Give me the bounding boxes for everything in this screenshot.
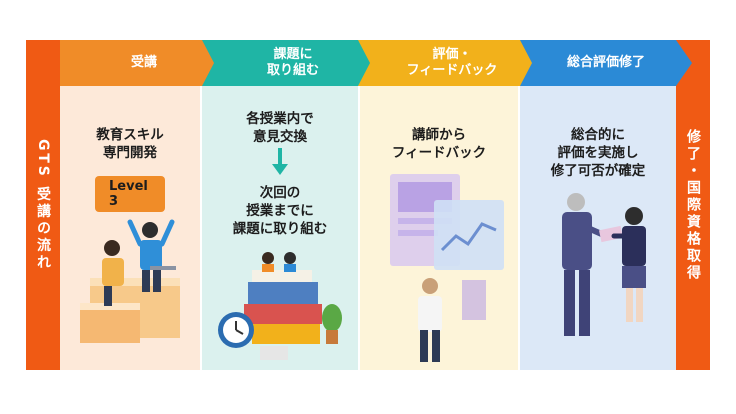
level-badge: Level 3 [95,176,165,212]
step-3-panel: 講師から フィードバック [360,86,518,370]
step-3-header: 評価・ フィードバック [358,40,538,86]
step-4-label: 総合評価修了 [566,55,645,70]
step-2-label: 課題に 取り組む [266,47,319,78]
step-2-panel: 各授業内で 意見交換 次回の 授業までに 課題に取り組む [202,86,358,370]
step-2-header: 課題に 取り組む [202,40,376,86]
flow-title: GTS 受講の流れ [35,138,51,272]
step-4-header: 総合評価修了 [520,40,692,86]
flow-title-bar: GTS 受講の流れ [26,40,60,370]
step-1-text: 教育スキル 専門開発 [96,127,164,161]
step-2-text-bottom: 次回の 授業までに 課題に取り組む [232,185,328,237]
step-4-text: 総合的に 評価を実施し 修了可否が確定 [550,127,646,179]
step-3-text: 講師から フィードバック [391,127,487,161]
feedback-screen-illustration [390,174,504,362]
completion-label: 修了・国際資格取得 [685,128,701,282]
step-1-label: 受講 [130,55,157,70]
study-books-illustration [218,252,342,360]
step-1-header: 受講 [60,40,220,86]
step-2-text-top: 各授業内で 意見交換 [246,111,314,145]
step-4-panel: 総合的に 評価を実施し 修了可否が確定 [520,86,676,370]
completion-bar: 修了・国際資格取得 [676,40,710,370]
step-1-panel: 教育スキル 専門開発 Level 3 [60,86,200,370]
step-3-label: 評価・ フィードバック [406,47,498,78]
arrow-down-icon [272,148,288,175]
certificate-handover-illustration [562,193,646,336]
students-on-books-illustration [80,219,180,343]
